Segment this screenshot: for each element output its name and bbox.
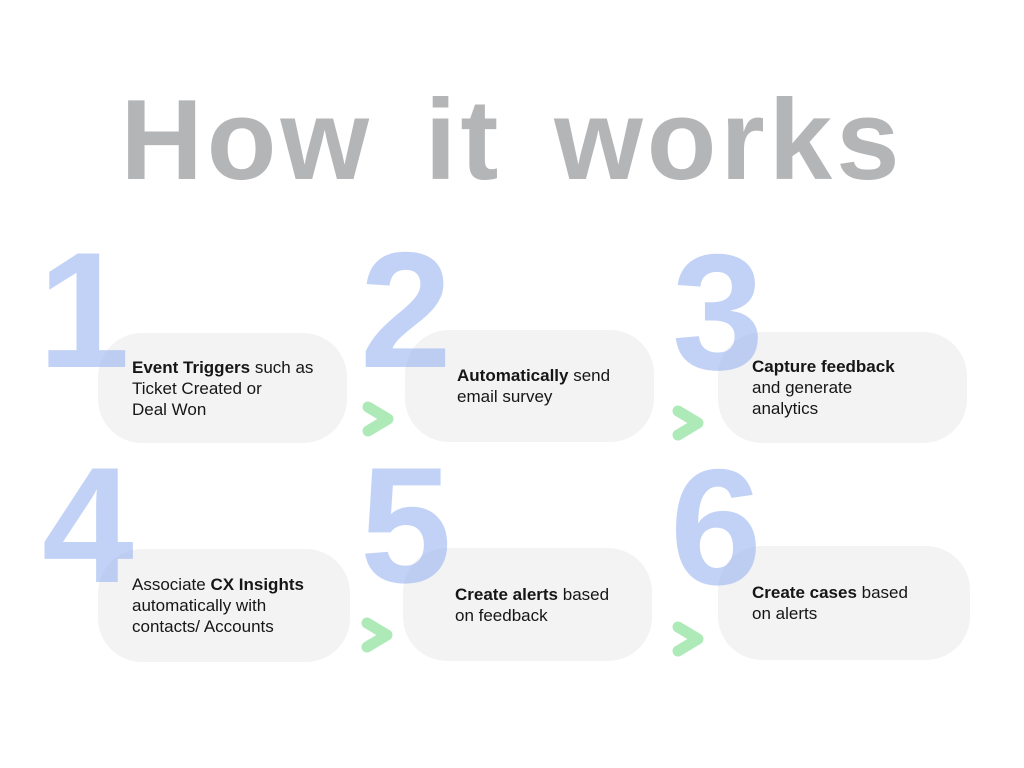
text-line: on feedback	[455, 605, 548, 625]
text-line: Associate CX Insights	[132, 575, 304, 594]
text-line: Create alerts based	[455, 584, 610, 604]
step-text-3: Capture feedback and generate analytics	[718, 356, 903, 419]
text-line: on alerts	[752, 604, 818, 623]
text-line: email survey	[457, 387, 553, 406]
text-line: Ticket Created or	[132, 378, 262, 398]
step-card-3: Capture feedback and generate analytics	[718, 332, 967, 443]
text-line: Automatically send	[457, 366, 611, 385]
text-line: contacts/ Accounts	[132, 617, 274, 636]
text-line: Deal Won	[132, 399, 207, 419]
chevron-right-icon	[671, 619, 705, 659]
step-text-2: Automatically send email survey	[405, 365, 618, 407]
step-text-6: Create cases based on alerts	[718, 582, 916, 624]
text-line: Create cases based	[752, 583, 908, 602]
step-card-4: Associate CX Insights automatically with c…	[98, 549, 350, 662]
step-card-2: Automatically send email survey	[405, 330, 654, 442]
text-line: Capture feedback	[752, 357, 895, 376]
text-line: automatically with	[132, 596, 267, 615]
step-text-4: Associate CX Insights automatically with c…	[98, 574, 312, 637]
text-line: and generate	[752, 378, 853, 397]
page-title: How it works	[120, 77, 904, 204]
chevron-right-icon	[671, 403, 705, 443]
chevron-right-icon	[361, 399, 395, 439]
step-card-6: Create cases based on alerts	[718, 546, 970, 660]
text-line: Event Triggers such as	[132, 357, 314, 377]
chevron-right-icon	[360, 615, 394, 655]
text-line: analytics	[752, 399, 819, 418]
